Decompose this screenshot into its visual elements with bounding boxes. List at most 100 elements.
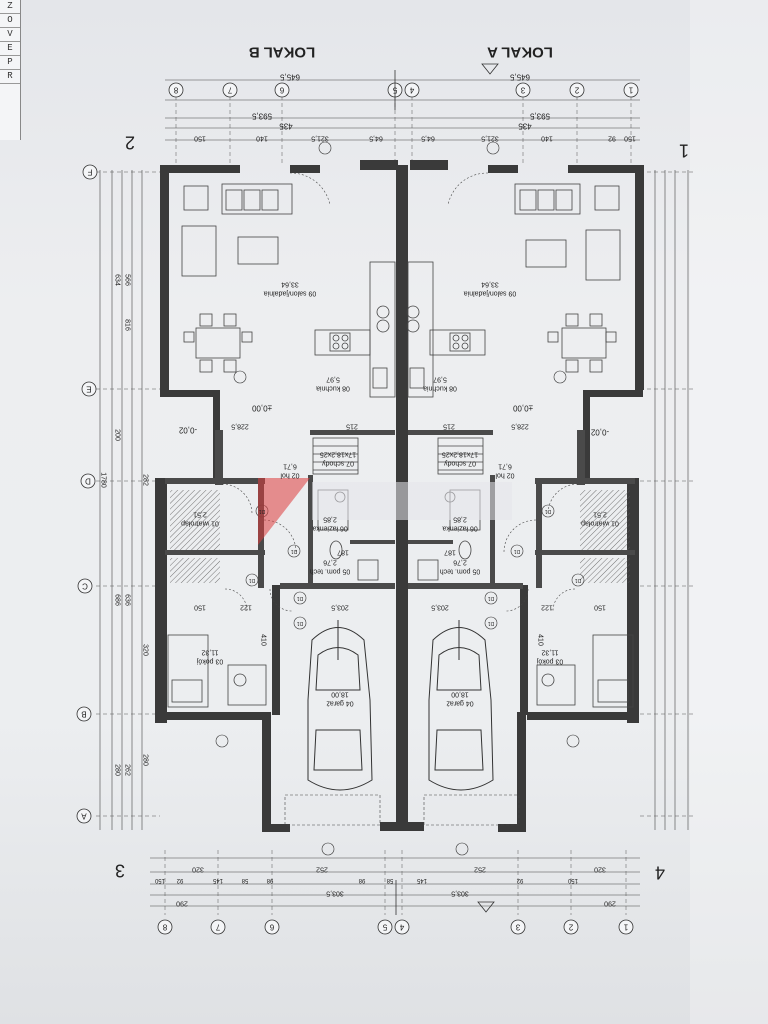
dim-text: 150 <box>624 134 636 142</box>
room-schody-a-area: 17x18,2x25 <box>441 450 479 458</box>
axis-label-top: 3 <box>520 85 526 95</box>
room-salon-b-name: 09 salon/jadalnia <box>263 289 317 297</box>
door-mark-d1: D1 <box>544 508 552 514</box>
axis-label-top: 4 <box>409 85 415 95</box>
dim-text: 280 <box>113 764 121 776</box>
axis-label-bottom: 8 <box>162 922 168 932</box>
axis-label-bottom: 5 <box>382 922 388 932</box>
door-tags <box>215 141 585 856</box>
level-mark: -0,02 <box>590 427 610 437</box>
level-mark: ±0,00 <box>252 403 272 413</box>
grid-axes-vertical <box>175 96 632 165</box>
dim-text: 686 <box>113 594 121 606</box>
axis-label-left: B <box>81 709 87 719</box>
dim-text: 64,5 <box>421 134 435 142</box>
room-hol-b-name: 02 hol <box>280 471 300 479</box>
room-lazienka-a-name: 06 łazienka <box>442 524 478 532</box>
room-kuchnia-a-name: 08 kuchnia <box>423 384 457 392</box>
dim-text: 593,5 <box>251 111 273 121</box>
axis-label-bottom: 3 <box>515 922 521 932</box>
dim-text: 321,5 <box>481 134 499 142</box>
door-mark-d1: D1 <box>574 577 582 583</box>
room-pom-tech-a-area: 2,76 <box>453 558 467 566</box>
room-wiatrolap-a-name: 01 wiatrołap <box>581 519 619 527</box>
dim-text: 122 <box>541 603 553 611</box>
door-mark-d1: D1 <box>290 548 298 554</box>
room-pom-tech-b-area: 2,76 <box>323 558 337 566</box>
room-lazienka-b-area: 2,85 <box>323 515 337 523</box>
axis-label-top: 5 <box>392 85 398 95</box>
axis-label-bottom: 6 <box>269 922 275 932</box>
room-schody-b-area: 17x18,2x25 <box>319 450 357 458</box>
room-pokoj-a-name: 03 pokój <box>536 657 564 665</box>
dim-text: 252 <box>474 865 486 873</box>
dim-text: 320 <box>141 644 149 656</box>
dim-text: 150 <box>154 877 166 883</box>
dim-text: 320 <box>192 865 204 873</box>
garage-cars <box>307 620 494 791</box>
door-mark-d1: D1 <box>487 620 495 626</box>
axis-label-left: A <box>81 811 87 821</box>
dim-text: 64,5 <box>369 134 383 142</box>
dim-text: 320 <box>594 865 606 873</box>
axis-label-top: 2 <box>574 85 580 95</box>
title-lokal-b: LOKAL B <box>248 43 316 61</box>
room-kuchnia-b-area: 5,97 <box>326 375 340 383</box>
axis-label-left: F <box>87 167 93 177</box>
corner-number-1: 1 <box>678 140 690 161</box>
dim-text: 215 <box>443 422 455 430</box>
tab-letter: O <box>0 14 20 28</box>
room-schody-b-name: 07 schody <box>322 459 354 467</box>
room-garaz-b-name: 04 garaż <box>326 699 354 707</box>
dim-text: 228,5 <box>231 422 249 430</box>
right-dimension-lines <box>654 170 689 830</box>
dim-text: 410 <box>536 634 544 646</box>
room-pokoj-b-name: 03 pokój <box>196 657 224 665</box>
tab-letter: V <box>0 28 20 42</box>
dim-text: 92 <box>516 877 524 883</box>
dim-text: 92 <box>176 877 184 883</box>
dim-text: 282 <box>141 474 149 486</box>
dim-text: 303,5 <box>326 889 344 897</box>
dim-text: 203,5 <box>431 603 449 611</box>
room-pom-tech-a-name: 05 pom. tech <box>439 567 481 575</box>
dim-text: 290 <box>604 899 616 907</box>
dim-text: 228,5 <box>511 422 529 430</box>
door-mark-d1: D1 <box>296 595 304 601</box>
dim-text: 303,5 <box>451 889 469 897</box>
door-mark-d1: D1 <box>513 548 521 554</box>
tab-letter: R <box>0 70 20 84</box>
interior-walls <box>165 430 635 589</box>
room-kuchnia-b-name: 08 kuchnia <box>316 384 350 392</box>
room-salon-b-area: 33,64 <box>281 280 299 288</box>
dim-text: 435 <box>518 121 532 131</box>
dim-text: 150 <box>594 603 606 611</box>
level-mark: -0,02 <box>178 425 198 435</box>
room-pom-tech-b-name: 05 pom. tech <box>309 567 351 575</box>
axis-label-top: 7 <box>227 85 233 95</box>
dim-text: 262 <box>123 764 131 776</box>
room-hol-b-area: 6,71 <box>283 462 297 470</box>
dim-text: 92 <box>608 134 616 142</box>
tab-letter: Z <box>0 0 20 14</box>
dim-text: 150 <box>567 877 579 883</box>
section-marks <box>394 63 499 915</box>
dim-text: 145 <box>416 877 428 883</box>
dim-text: 150 <box>194 134 206 142</box>
dim-text: 435 <box>279 121 293 131</box>
corner-number-4: 4 <box>654 862 666 883</box>
door-mark-d1: D1 <box>258 508 266 514</box>
room-wiatrolap-a-area: 2,51 <box>593 510 607 518</box>
dim-text: 215 <box>346 422 358 430</box>
room-lazienka-a-area: 2,85 <box>453 515 467 523</box>
room-pokoj-a-area: 11,32 <box>541 648 559 656</box>
room-hol-a-area: 6,71 <box>498 462 512 470</box>
door-mark-d1: D1 <box>296 620 304 626</box>
dim-text: 140 <box>256 134 268 142</box>
axis-label-top: 6 <box>279 85 285 95</box>
dim-text: 290 <box>176 899 188 907</box>
dim-text: 321,5 <box>311 134 329 142</box>
dim-text: 816 <box>123 319 131 331</box>
axis-label-top: 1 <box>628 85 634 95</box>
tab-letter: E <box>0 42 20 56</box>
